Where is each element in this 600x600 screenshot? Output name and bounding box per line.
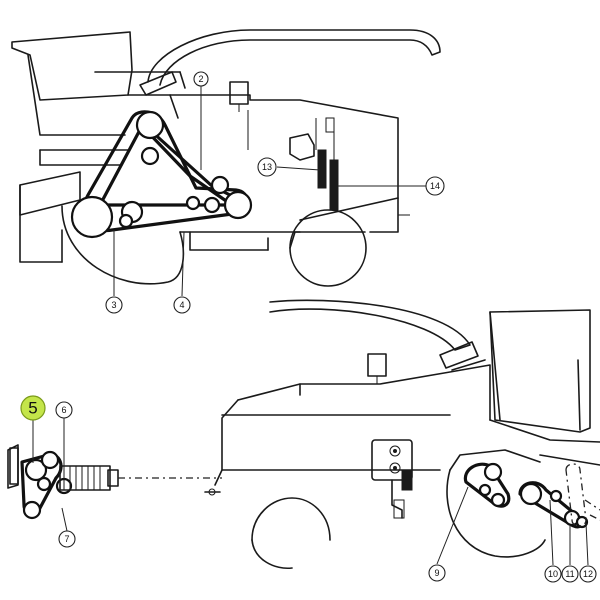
callout-2: 2: [193, 71, 209, 87]
callout-14: 14: [425, 176, 445, 196]
callout-13: 13: [257, 157, 277, 177]
callout-9: 9: [428, 564, 446, 582]
svg-text:14: 14: [430, 181, 440, 191]
callout-11: 11: [561, 565, 579, 583]
svg-text:4: 4: [179, 300, 184, 310]
control-box: [371, 439, 413, 519]
detail-belt-assembly: [7, 444, 222, 520]
callout-10: 10: [544, 565, 562, 583]
top-belt-drive: [70, 110, 253, 239]
svg-text:2: 2: [198, 74, 203, 84]
svg-text:9: 9: [434, 568, 439, 578]
svg-text:10: 10: [548, 569, 558, 579]
callout-6: 6: [55, 401, 73, 419]
callout-5-highlighted: 5: [20, 395, 46, 421]
svg-text:11: 11: [565, 569, 574, 579]
callout-7: 7: [58, 530, 76, 548]
svg-text:12: 12: [583, 569, 593, 579]
leader-lines: [32, 85, 589, 566]
bottom-belt-drives: [463, 462, 600, 529]
svg-text:3: 3: [111, 300, 116, 310]
top-machine: [11, 29, 441, 287]
bottom-machine: [204, 299, 600, 569]
svg-text:5: 5: [28, 399, 37, 418]
svg-text:6: 6: [61, 405, 66, 415]
svg-text:13: 13: [262, 162, 272, 172]
callout-3: 3: [105, 296, 123, 314]
callout-4: 4: [173, 296, 191, 314]
svg-text:7: 7: [64, 534, 69, 544]
callout-12: 12: [579, 565, 597, 583]
